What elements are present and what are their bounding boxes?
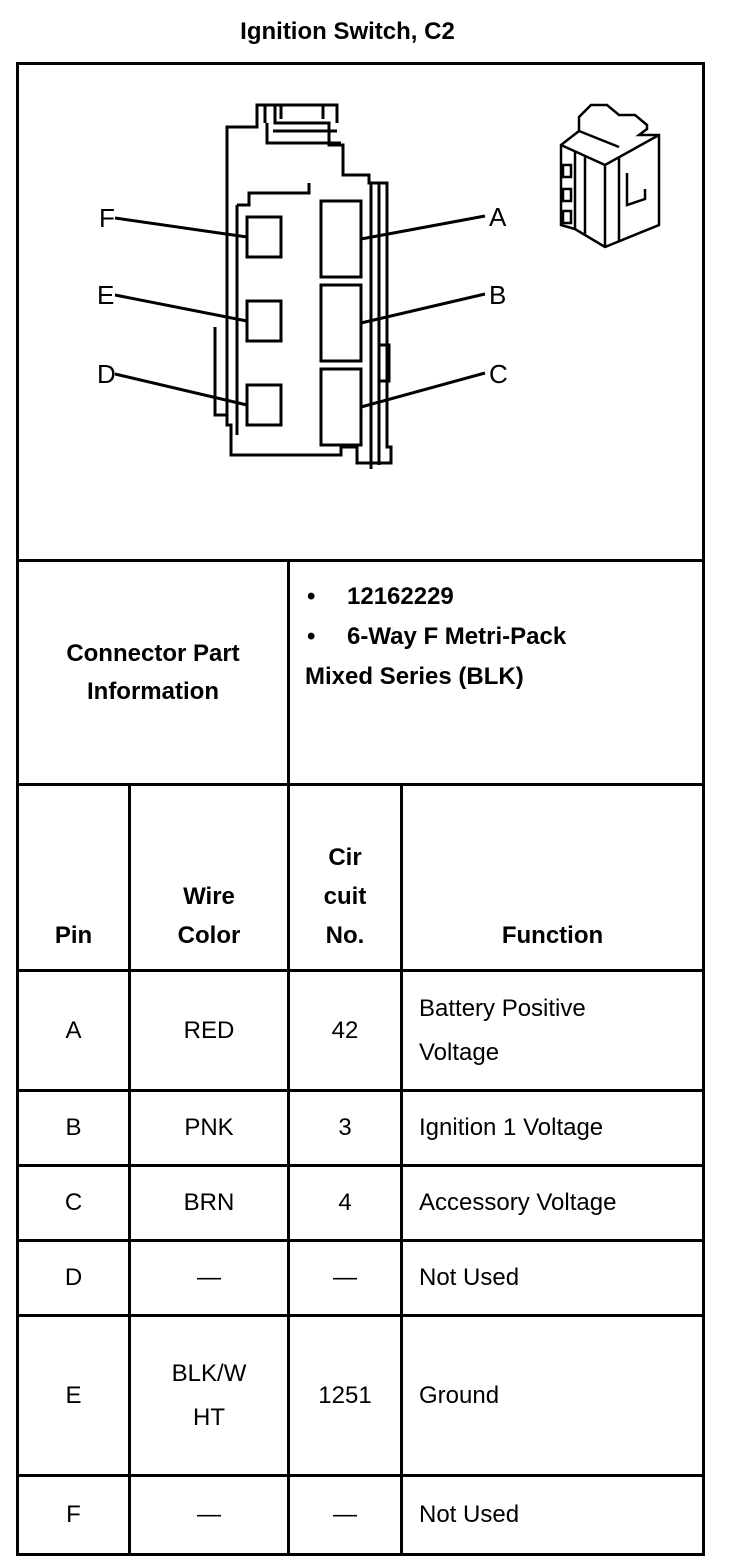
bullet: • bbox=[307, 583, 316, 610]
connector-description: 6-Way F Metri-Pack bbox=[347, 623, 567, 650]
divider bbox=[19, 783, 702, 786]
divider bbox=[19, 1164, 702, 1167]
table-row-function: Ground bbox=[419, 1381, 500, 1409]
cavity-b bbox=[319, 283, 363, 363]
table-row-pin: C bbox=[64, 1189, 83, 1216]
column-divider bbox=[287, 559, 290, 1553]
divider bbox=[19, 559, 702, 562]
pin-label-a: A bbox=[489, 202, 507, 232]
cavity-e bbox=[245, 299, 283, 343]
header-function: Function bbox=[501, 922, 604, 949]
table-row-circuit: 4 bbox=[338, 1189, 352, 1216]
connector-latch bbox=[263, 103, 339, 123]
table-row-color: PNK bbox=[184, 1114, 234, 1141]
leader-b bbox=[360, 292, 486, 325]
table-row-color: BRN bbox=[183, 1189, 235, 1216]
label-line: Information bbox=[86, 677, 219, 705]
table-row-function: Accessory Voltage bbox=[419, 1189, 617, 1216]
leader-f bbox=[114, 216, 248, 239]
divider bbox=[19, 1239, 702, 1242]
table-row-circuit: — bbox=[333, 1264, 357, 1291]
connector-face-diagram: F E D A B C bbox=[97, 103, 661, 469]
page-title: Ignition Switch, C2 bbox=[240, 18, 455, 45]
connector-part-info-label: Connector Part Information bbox=[19, 562, 287, 783]
pin-label-e: E bbox=[97, 280, 114, 310]
leader-a bbox=[360, 214, 486, 241]
connector-part-info: • 12162229 • 6-Way F Metri-Pack Mixed Seri… bbox=[305, 577, 695, 697]
pin-label-f: F bbox=[99, 203, 115, 233]
table-row-pin: D bbox=[64, 1264, 83, 1291]
table-row-color: RED bbox=[183, 1016, 235, 1044]
header-pin: Pin bbox=[54, 922, 93, 949]
table-row-circuit: 1251 bbox=[318, 1381, 372, 1409]
table-row-pin: B bbox=[65, 1114, 82, 1141]
table-row-circuit: — bbox=[333, 1501, 357, 1528]
connector-isometric-icon bbox=[559, 103, 661, 249]
column-divider bbox=[128, 783, 131, 1553]
part-number: 12162229 bbox=[347, 583, 454, 610]
divider bbox=[19, 1089, 702, 1092]
table-row-pin: E bbox=[65, 1381, 82, 1409]
leader-c bbox=[360, 371, 486, 409]
table-row-function: Not Used bbox=[419, 1501, 520, 1528]
pin-label-c: C bbox=[489, 359, 508, 389]
connector-description-cont: Mixed Series (BLK) bbox=[305, 663, 524, 690]
leader-d bbox=[114, 372, 248, 407]
cavity-a bbox=[319, 199, 363, 279]
table-row-function: Ignition 1 Voltage bbox=[419, 1114, 604, 1141]
divider bbox=[19, 1314, 702, 1317]
table-row-pin: F bbox=[66, 1501, 81, 1528]
table-row-circuit: 3 bbox=[338, 1114, 352, 1141]
table-row-function: Not Used bbox=[419, 1264, 520, 1291]
pin-label-d: D bbox=[97, 359, 116, 389]
pin-label-b: B bbox=[489, 280, 506, 310]
table-row-pin: A bbox=[65, 1016, 82, 1044]
bullet: • bbox=[307, 623, 316, 650]
column-divider bbox=[400, 783, 403, 1553]
label-line: Connector Part bbox=[66, 639, 240, 667]
connector-body bbox=[225, 103, 393, 465]
table-row-circuit: 42 bbox=[331, 1016, 359, 1044]
cavity-f bbox=[245, 215, 283, 259]
leader-e bbox=[114, 293, 248, 323]
cavity-d bbox=[245, 383, 283, 427]
table-row-color: — bbox=[197, 1501, 221, 1528]
connector-table: F E D A B C bbox=[16, 62, 705, 1556]
divider bbox=[19, 969, 702, 972]
table-row-color: — bbox=[197, 1264, 221, 1291]
cavity-c bbox=[319, 367, 363, 447]
divider bbox=[19, 1474, 702, 1477]
